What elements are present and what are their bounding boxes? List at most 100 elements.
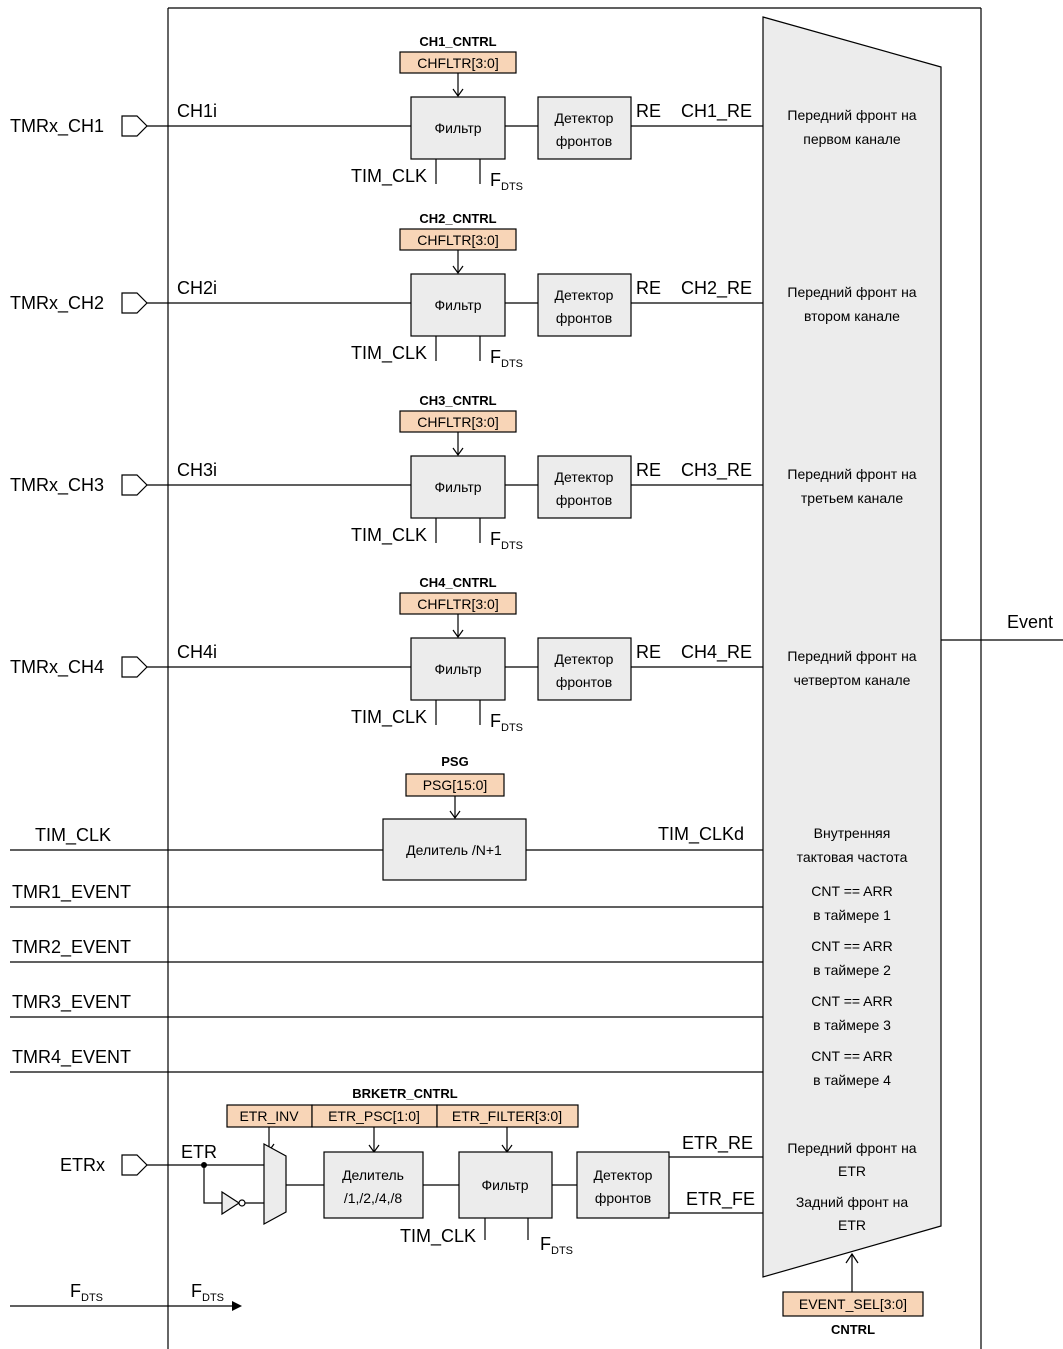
divider-label: Делитель /N+1 [406,842,502,858]
event-output-label: Event [1007,612,1053,632]
ch4-filter-arrow-head [452,629,464,639]
ch1-port-icon [121,115,148,137]
ch4-re-output-label: CH4_RE [681,642,752,663]
ch2-filter-block [410,273,506,337]
mux-input-tmr2-line1: CNT == ARR [811,938,892,954]
ch2-fdts-label: FDTS [490,347,523,370]
ch1-detector-block [537,96,632,160]
mux-input-tmr1-line2: в таймере 1 [813,907,891,923]
ch4-detector-block [537,637,632,701]
ch3-detector-label2: фронтов [556,492,612,508]
ch2-re-label: RE [636,278,661,298]
mux-input-etr-re-line2: ETR [838,1163,866,1179]
etr-title: BRKETR_CNTRL [352,1086,458,1101]
cntrl-register [782,1291,924,1317]
etr-detector-block [576,1151,670,1219]
mux-input-ch4-line1: Передний фронт на [787,648,916,664]
mux-input-tmr2-line2: в таймере 2 [813,962,891,978]
ch2-filter-label: Фильтр [434,297,481,313]
etr-inverter-bubble [238,1199,246,1207]
tim-clkd-label: TIM_CLKd [658,824,744,845]
mux-input-tmr3-line1: CNT == ARR [811,993,892,1009]
etr-fe-label: ETR_FE [686,1189,755,1210]
ch1-fdts-label: FDTS [490,170,523,193]
etr-filter-label: Фильтр [481,1177,528,1193]
ch2-port-icon [121,292,148,314]
ch1-input-label: CH1i [177,101,217,121]
mux-input-tmr3-line2: в таймере 3 [813,1017,891,1033]
divider-block [382,818,527,881]
ch4-filter-block [410,637,506,701]
etr-clk-label: TIM_CLK [400,1226,476,1247]
mux-input-etr-fe-line1: Задний фронт на [796,1194,909,1210]
ch2-register-title: CH2_CNTRL [419,211,496,226]
ch4-re-label: RE [636,642,661,662]
etr-inverter-icon [221,1190,241,1216]
tmr3-event-label: TMR3_EVENT [12,992,131,1013]
mux-input-tmr1-line1: CNT == ARR [811,883,892,899]
mux-input-ch1-line1: Передний фронт на [787,107,916,123]
ch1-detector-label1: Детектор [555,110,614,126]
etrx-port-label: ETRx [60,1155,105,1175]
ch1-filter-label: Фильтр [434,120,481,136]
tmr3-event-group: TMR3_EVENT CNT == ARR в таймере 3 [10,992,893,1033]
ch2-re-output-label: CH2_RE [681,278,752,299]
ch3-port-label: TMRx_CH3 [10,475,104,496]
cntrl-title: CNTRL [831,1322,875,1337]
ch1-clk-label: TIM_CLK [351,166,427,187]
ch2-clk-label: TIM_CLK [351,343,427,364]
ch3-fdts-main: F [490,529,501,549]
ch2-detector-block [537,273,632,337]
ch3-detector-label1: Детектор [555,469,614,485]
fdts-left-main: F [70,1281,81,1301]
ch1-filter-block [410,96,506,160]
etr-filter-field: ETR_FILTER[3:0] [452,1108,562,1124]
cntrl-field: EVENT_SEL[3:0] [799,1296,907,1312]
mux-input-etr-fe-line2: ETR [838,1217,866,1233]
etr-detector-label1: Детектор [594,1167,653,1183]
etr-inv-mux-icon [263,1142,287,1226]
channel-2-group: CH2_CNTRLCHFLTR[3:0]TMRx_CH2CH2iФильтрTI… [10,211,917,370]
ch2-detector-label1: Детектор [555,287,614,303]
ch3-re-label: RE [636,460,661,480]
etr-input-label: ETR [181,1142,217,1162]
cntrl-arrow-head [845,1252,859,1264]
ch3-filter-label: Фильтр [434,479,481,495]
ch3-fdts-label: FDTS [490,529,523,552]
ch3-port-icon [121,474,148,496]
etr-psc-field: ETR_PSC[1:0] [328,1108,420,1124]
ch1-port-label: TMRx_CH1 [10,116,104,137]
etr-re-label: ETR_RE [682,1133,753,1154]
psg-arrow-head [449,810,461,820]
event-multiplexer [762,16,942,1278]
ch4-detector-label2: фронтов [556,674,612,690]
psg-title: PSG [441,754,468,769]
fdts-left-sub: DTS [81,1292,103,1304]
ch3-clk-label: TIM_CLK [351,525,427,546]
ch2-fdts-main: F [490,347,501,367]
etr-fdts-label: FDTS [540,1234,573,1257]
mux-input-internal-clk-line2: тактовая частота [797,849,908,865]
ch3-fdts-sub: DTS [501,540,523,552]
ch3-register-field: CHFLTR[3:0] [417,414,498,430]
mux-input-ch2-line1: Передний фронт на [787,284,916,300]
mux-input-ch3-line2: третьем канале [801,490,903,506]
mux-input-etr-re-line1: Передний фронт на [787,1140,916,1156]
ch4-input-label: CH4i [177,642,217,662]
etr-group: BRKETR_CNTRL ETR_INV ETR_PSC[1:0] ETR_FI… [60,1086,917,1257]
etr-fdts-main: F [540,1234,551,1254]
channel-4-group: CH4_CNTRLCHFLTR[3:0]TMRx_CH4CH4iФильтрTI… [10,575,917,734]
ch2-port-label: TMRx_CH2 [10,293,104,314]
ch3-filter-arrow-head [452,447,464,457]
etr-inv-field: ETR_INV [239,1108,299,1124]
ch4-port-label: TMRx_CH4 [10,657,104,678]
fdts-right-main: F [191,1281,202,1301]
tim-clk-label: TIM_CLK [35,825,111,846]
etr-detector-label2: фронтов [595,1190,651,1206]
mux-input-ch4-line2: четвертом канале [794,672,911,688]
ch4-filter-label: Фильтр [434,661,481,677]
ch1-re-label: RE [636,101,661,121]
fdts-bottom-left-label: FDTS [70,1281,103,1304]
